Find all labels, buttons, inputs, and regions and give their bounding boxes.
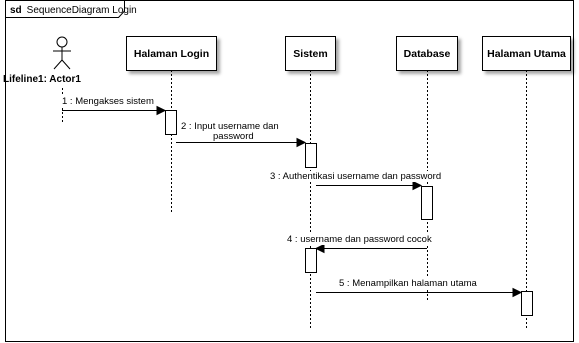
activation-sistem-1 <box>305 143 317 168</box>
lifeline-halaman-utama[interactable]: Halaman Utama <box>482 36 571 71</box>
activation-sistem-2 <box>305 248 317 273</box>
frame-name: SequenceDiagram Login <box>26 5 137 16</box>
message-1-label: 1 : Mengakses sistem <box>62 96 154 107</box>
stick-figure-icon <box>53 36 71 70</box>
lifeline-sistem[interactable]: Sistem <box>285 36 336 71</box>
message-3-arrow <box>316 180 423 191</box>
message-2-arrow <box>176 137 307 148</box>
activation-database <box>421 186 433 220</box>
message-5-label: 5 : Menampilkan halaman utama <box>339 278 477 289</box>
diagram-frame <box>5 0 574 342</box>
message-2-label-line2: password <box>213 131 254 142</box>
lifeline-halaman-login[interactable]: Halaman Login <box>126 36 217 71</box>
lifeline-database[interactable]: Database <box>396 36 458 71</box>
frame-keyword: sd <box>10 5 22 16</box>
activation-halaman-login <box>165 110 177 135</box>
actor-name: Lifeline1: Actor1 <box>3 74 81 85</box>
activation-halaman-utama <box>521 291 533 316</box>
message-3-label: 3 : Authentikasi username dan password <box>270 171 442 182</box>
message-4-arrow <box>314 243 427 254</box>
message-5-arrow <box>316 287 523 298</box>
frame-label: sd SequenceDiagram Login <box>10 5 137 16</box>
message-2-label-line1: 2 : Input username dan <box>181 121 279 132</box>
frame-name-tab <box>5 0 125 18</box>
message-4-label: 4 : username dan password cocok <box>287 234 432 245</box>
message-1-arrow <box>62 105 167 116</box>
